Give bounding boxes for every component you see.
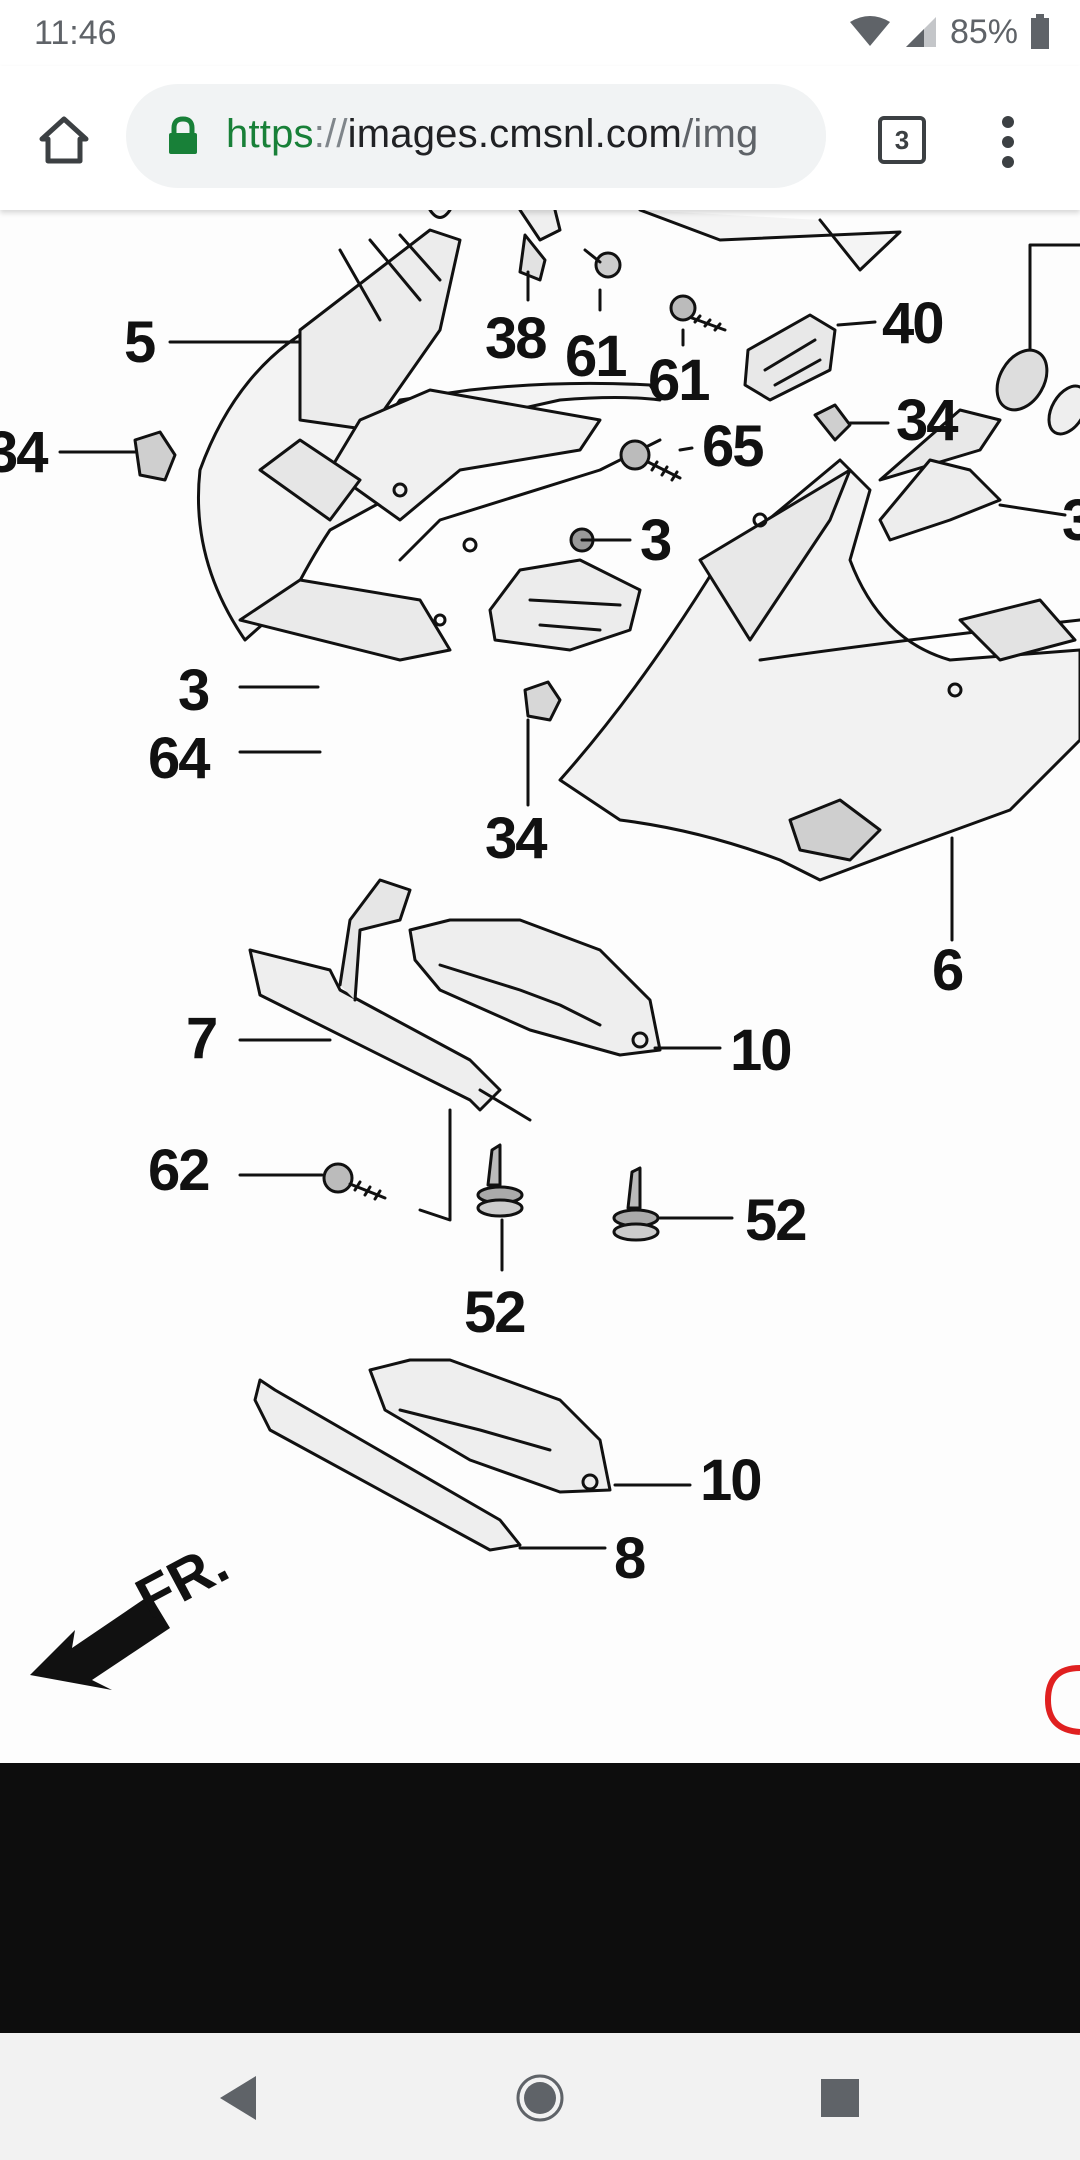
callout-10a: 10: [730, 1018, 791, 1083]
part-7-spoiler: [248, 878, 532, 1122]
recents-button[interactable]: [805, 2063, 875, 2133]
home-circle-icon: [516, 2074, 564, 2122]
image-viewer[interactable]: 5 38 61 61 40 34 65 34 3 3 3 64 34 6 7 1…: [0, 210, 1080, 1763]
callout-7: 7: [186, 1006, 216, 1071]
callout-61a: 61: [565, 324, 626, 389]
front-direction-arrow: [30, 1595, 170, 1690]
callout-52a: 52: [464, 1280, 525, 1345]
callout-62: 62: [148, 1138, 209, 1203]
tab-switcher-button[interactable]: 3: [874, 112, 930, 164]
callout-6: 6: [932, 938, 963, 1003]
home-nav-button[interactable]: [505, 2063, 575, 2133]
callout-40: 40: [882, 291, 943, 356]
recents-square-icon: [821, 2079, 859, 2117]
more-vert-icon: [1002, 116, 1014, 168]
url-fade: [766, 84, 826, 188]
callout-52b: 52: [745, 1188, 806, 1253]
callout-34c: 34: [485, 806, 547, 871]
battery-icon: [1031, 14, 1049, 49]
overflow-menu-button[interactable]: [984, 106, 1032, 178]
callout-34a: 34: [0, 420, 48, 485]
push-clip-52a: [476, 1143, 524, 1218]
cell-signal-icon: [905, 17, 936, 47]
url-separator: ://: [313, 112, 348, 156]
callout-3c: 3: [1062, 488, 1080, 553]
url-scheme: https: [226, 112, 314, 156]
part-5-upper-cowl: [196, 228, 662, 662]
back-triangle-icon: [220, 2076, 256, 2120]
bolt-61b: [669, 294, 727, 332]
callout-64: 64: [148, 726, 210, 791]
callout-3b: 3: [178, 658, 209, 723]
image-letterbox: [0, 1763, 1080, 2033]
system-nav-bar: [0, 2033, 1080, 2160]
callout-61b: 61: [648, 348, 709, 413]
parts-diagram: 5 38 61 61 40 34 65 34 3 3 3 64 34 6 7 1…: [0, 210, 1080, 1735]
wifi-icon: [849, 16, 890, 46]
url-host: images.cmsnl.com: [347, 112, 683, 156]
status-bar: 11:46 85%: [0, 0, 1080, 66]
status-icons: 85%: [849, 12, 1050, 52]
back-button[interactable]: [203, 2063, 273, 2133]
callout-38: 38: [485, 306, 546, 371]
callout-10b: 10: [700, 1448, 761, 1513]
tab-count: 3: [878, 116, 926, 164]
home-icon: [39, 116, 89, 164]
part-6-lower-cowl: [558, 408, 1080, 882]
url-path: /img: [682, 112, 759, 156]
home-button[interactable]: [28, 104, 100, 176]
url-bar[interactable]: https://images.cmsnl.com/img: [126, 84, 826, 188]
callout-5: 5: [124, 310, 155, 375]
browser-toolbar: https://images.cmsnl.com/img 3: [0, 66, 1080, 210]
callout-3a: 3: [640, 508, 671, 573]
push-clip-52b: [612, 1166, 660, 1242]
status-time: 11:46: [34, 14, 117, 52]
url-text[interactable]: https://images.cmsnl.com/img: [226, 112, 758, 157]
lock-icon: [169, 116, 197, 154]
callout-65: 65: [702, 414, 763, 479]
callout-8: 8: [614, 1526, 645, 1591]
battery-percentage: 85%: [949, 12, 1018, 51]
callout-34b: 34: [896, 388, 958, 453]
